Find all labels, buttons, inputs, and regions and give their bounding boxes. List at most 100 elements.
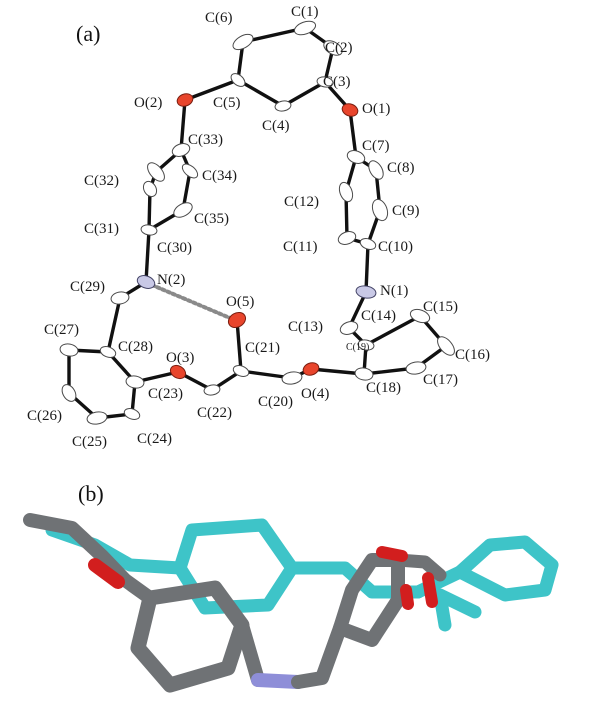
atom-ellipsoids: [59, 20, 455, 425]
label-c26: C(26): [27, 408, 62, 424]
label-c13: C(13): [288, 319, 323, 335]
label-c16: C(16): [455, 347, 490, 363]
grey-right-tail: [391, 553, 447, 582]
atom-c31: [142, 180, 158, 198]
label-c5: C(5): [213, 95, 241, 111]
bond-network: [67, 26, 448, 420]
cyan-right-ring: [453, 535, 559, 602]
label-c25: C(25): [72, 434, 107, 450]
atom-n2: [136, 275, 156, 289]
label-c33: C(33): [188, 132, 223, 148]
label-c19: C(19): [346, 342, 369, 353]
bond-c3-c4: [281, 80, 327, 108]
atom-c12: [338, 181, 354, 203]
label-c3: C(3): [323, 74, 351, 90]
bond-o2-c33: [179, 98, 187, 152]
atom-c3: [316, 76, 334, 88]
atom-c21: [232, 365, 250, 377]
atom-c23: [125, 375, 145, 389]
label-c28: C(28): [118, 339, 153, 355]
bond-c4-c5: [236, 78, 285, 108]
atom-c35: [173, 202, 193, 218]
label-c35: C(35): [194, 211, 229, 227]
label-c30: C(30): [157, 240, 192, 256]
atom-c25: [86, 411, 108, 425]
panel-a-label: (a): [76, 21, 100, 46]
bond-c21-o5: [235, 318, 243, 373]
atom-c18: [354, 367, 374, 381]
label-c14: C(14): [361, 308, 396, 324]
atom-c11: [337, 231, 357, 245]
label-c18: C(18): [366, 380, 401, 396]
atom-c19: [357, 339, 375, 351]
atom-c9: [371, 198, 389, 222]
atom-c10: [359, 238, 377, 250]
atom-c13: [339, 321, 359, 335]
panel-b-label: (b): [78, 481, 104, 506]
label-c9: C(9): [392, 203, 420, 219]
label-c7: C(7): [362, 138, 390, 154]
label-c21: C(21): [245, 340, 280, 356]
label-c4: C(4): [262, 118, 290, 134]
label-c6: C(6): [205, 10, 233, 26]
panel-b-stick-model: (b): [23, 481, 559, 693]
atom-c5: [230, 73, 246, 87]
grey-imine-linker: [235, 618, 265, 687]
panel-a-ortep: (a): [27, 4, 490, 450]
atom-c1: [293, 20, 317, 36]
atom-c16: [437, 336, 455, 356]
atom-c2: [323, 40, 343, 56]
label-o3: O(3): [166, 350, 194, 366]
atom-c24: [123, 408, 141, 420]
atom-o1: [341, 103, 359, 117]
grey-left-ring: [130, 580, 250, 693]
label-n2: N(2): [157, 272, 185, 288]
atom-o5: [227, 311, 247, 329]
hydrogen-bond-n2-o5: [150, 283, 232, 320]
label-c8: C(8): [387, 160, 415, 176]
atom-c17: [405, 361, 427, 375]
label-c29: C(29): [70, 279, 105, 295]
atom-o4: [302, 362, 320, 376]
atom-c26: [61, 384, 77, 402]
label-c23: C(23): [148, 386, 183, 402]
bond-n2-c30: [144, 228, 151, 284]
atom-c20: [281, 371, 303, 385]
label-c12: C(12): [284, 194, 319, 210]
label-c1: C(1): [291, 4, 319, 20]
label-c27: C(27): [44, 322, 79, 338]
label-n1: N(1): [380, 283, 408, 299]
atom-c22: [203, 384, 221, 396]
atom-labels: C(1) C(2) C(3) C(4) C(5) C(6) O(1) O(2) …: [27, 4, 490, 450]
atom-c4: [274, 100, 292, 112]
bond-c28-c29: [106, 296, 122, 354]
label-c34: C(34): [202, 168, 237, 184]
atom-c28: [99, 346, 117, 358]
label-c31: C(31): [84, 221, 119, 237]
label-c15: C(15): [423, 299, 458, 315]
atom-c29: [110, 291, 130, 305]
label-c17: C(17): [423, 372, 458, 388]
label-c10: C(10): [378, 239, 413, 255]
oxygen-left: [88, 558, 125, 589]
atom-o2: [176, 93, 194, 107]
label-c32: C(32): [84, 173, 119, 189]
bond-c14-c15: [364, 314, 422, 347]
bond-c5-o2: [183, 78, 240, 102]
atom-c8: [368, 160, 384, 180]
label-o4: O(4): [301, 386, 329, 402]
atom-n1: [355, 285, 377, 299]
atom-c15: [409, 308, 431, 324]
atom-c7: [346, 150, 366, 164]
label-o1: O(1): [362, 101, 390, 117]
bond-c10-n1: [364, 242, 370, 294]
atom-c27: [59, 343, 79, 357]
label-c2: C(2): [325, 40, 353, 56]
oxygen-right-2: [400, 584, 414, 610]
label-o5: O(5): [226, 294, 254, 310]
atom-o3: [169, 364, 187, 380]
grey-mid-chain: [291, 621, 347, 689]
oxygen-right-3: [422, 572, 438, 608]
label-c11: C(11): [283, 239, 317, 255]
